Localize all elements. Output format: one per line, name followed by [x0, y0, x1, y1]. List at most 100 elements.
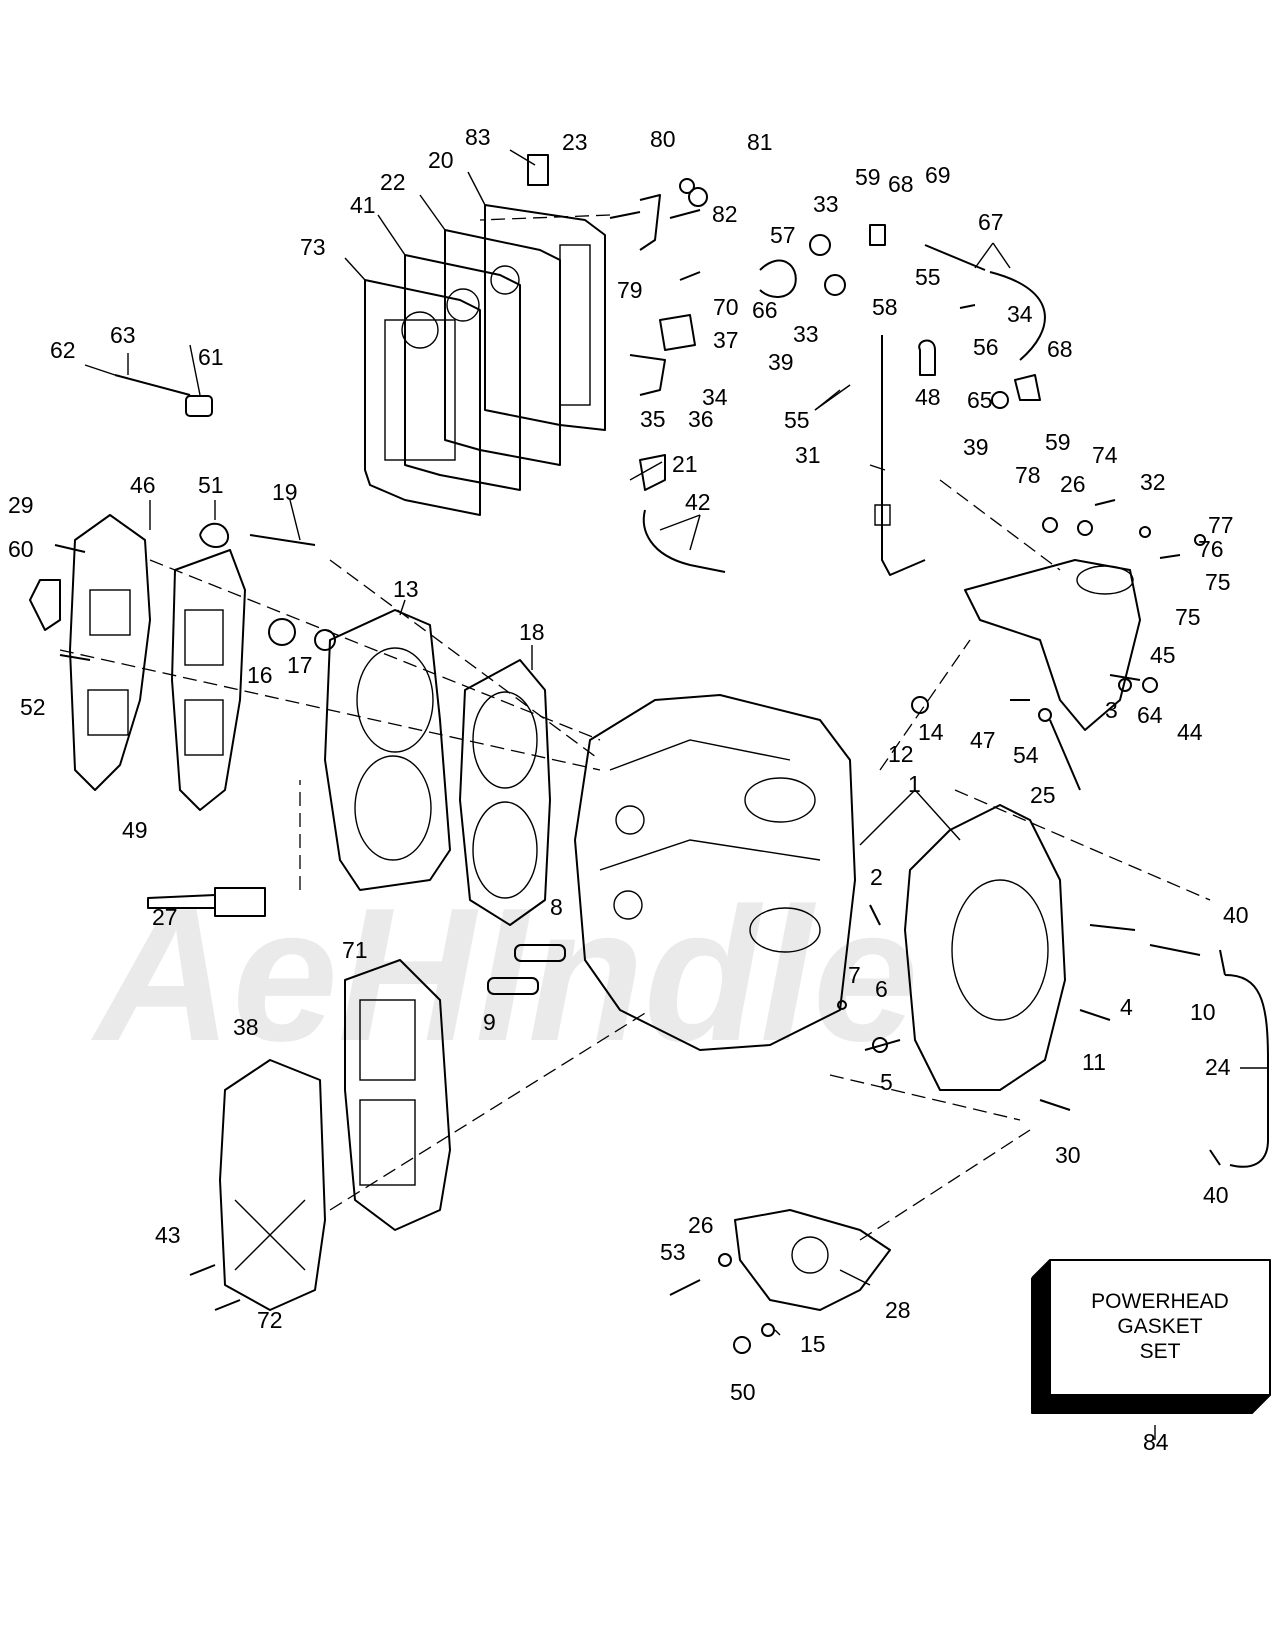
callout: 21	[672, 451, 698, 477]
callout: 4	[1120, 994, 1133, 1020]
callout: 82	[712, 201, 738, 227]
callout: 60	[8, 536, 34, 562]
cover-plate	[69, 514, 151, 791]
callout: 37	[713, 327, 739, 353]
callout: 74	[1092, 442, 1118, 468]
exhaust-cover-stack	[364, 204, 606, 516]
callout: 1	[908, 771, 921, 797]
callout: 59	[1045, 429, 1071, 455]
callout: 27	[152, 904, 178, 930]
callout: 11	[1082, 1049, 1106, 1075]
callout: 6	[875, 976, 888, 1002]
fuel-hose	[1224, 974, 1269, 1168]
gasket-set-box: POWERHEAD GASKET SET 84	[1031, 1259, 1271, 1455]
callout: 76	[1198, 536, 1224, 562]
gasket-box-line-3: SET	[1140, 1340, 1181, 1363]
callout: 28	[885, 1297, 911, 1323]
callout: 15	[800, 1331, 826, 1357]
callout: 29	[8, 492, 34, 518]
lower-bracket	[734, 1209, 891, 1311]
intake-manifold	[219, 1059, 326, 1311]
callout: 22	[380, 169, 406, 195]
callout: 5	[880, 1069, 893, 1095]
callout: 75	[1175, 604, 1201, 630]
callout: 81	[747, 129, 773, 155]
callout: 58	[872, 294, 898, 320]
gasket-box-line-1: POWERHEAD	[1091, 1290, 1229, 1313]
callout: 69	[925, 162, 951, 188]
callout: 9	[483, 1009, 496, 1035]
callout: 23	[562, 129, 588, 155]
spark-plug	[147, 887, 266, 917]
callout-labels: 1 2 3 4 5 6 7 8 9 10 11 12 13 14 15 16 1…	[8, 124, 1249, 1405]
callout: 50	[730, 1379, 756, 1405]
callout: 40	[1223, 902, 1249, 928]
callout: 24	[1205, 1054, 1231, 1080]
callout: 45	[1150, 642, 1176, 668]
callout: 39	[768, 349, 794, 375]
gasket-box-line-2: GASKET	[1117, 1315, 1202, 1338]
alignment-lines	[59, 214, 1211, 1241]
callout: 13	[393, 576, 419, 602]
callout: 68	[1047, 336, 1073, 362]
callout: 14	[918, 719, 944, 745]
callout: 39	[963, 434, 989, 460]
callout: 34	[1007, 301, 1033, 327]
callout: 36	[688, 406, 714, 432]
watermark: AeHIndle	[91, 869, 918, 1081]
callout: 64	[1137, 702, 1163, 728]
callout: 49	[122, 817, 148, 843]
leader-lines	[84, 149, 1268, 1440]
intake-gasket	[344, 959, 451, 1231]
callout: 61	[198, 344, 224, 370]
callout: 8	[550, 894, 563, 920]
callout: 68	[888, 171, 914, 197]
callout: 43	[155, 1222, 181, 1248]
callout: 33	[793, 321, 819, 347]
callout: 54	[1013, 742, 1039, 768]
crankcase	[904, 804, 1066, 1091]
callout: 51	[198, 472, 224, 498]
callout: 75	[1205, 569, 1231, 595]
callout: 25	[1030, 782, 1056, 808]
callout: 56	[973, 334, 999, 360]
callout: 2	[870, 864, 883, 890]
cylinder-block	[574, 694, 856, 1051]
callout: 44	[1177, 719, 1203, 745]
callout: 65	[967, 387, 993, 413]
callout: 10	[1190, 999, 1216, 1025]
callout: 71	[342, 937, 368, 963]
callout: 80	[650, 126, 676, 152]
callout: 38	[233, 1014, 259, 1040]
callout: 73	[300, 234, 326, 260]
mount-bracket	[964, 559, 1141, 731]
callout: 67	[978, 209, 1004, 235]
callout: 83	[465, 124, 491, 150]
callout: 7	[848, 962, 861, 988]
callout: 66	[752, 297, 778, 323]
callout: 72	[257, 1307, 283, 1333]
parts-artwork	[29, 154, 1269, 1354]
callout: 78	[1015, 462, 1041, 488]
callout: 63	[110, 322, 136, 348]
callout: 3	[1105, 697, 1118, 723]
callout: 30	[1055, 1142, 1081, 1168]
callout: 26	[688, 1212, 714, 1238]
callout: 18	[519, 619, 545, 645]
callout: 41	[350, 192, 376, 218]
callout: 17	[287, 652, 313, 678]
vent-hose	[642, 509, 726, 573]
callout: 19	[272, 479, 298, 505]
callout: 48	[915, 384, 941, 410]
callout: 55	[784, 407, 810, 433]
cover-gasket	[171, 549, 246, 811]
callout: 59	[855, 164, 881, 190]
callout: 70	[713, 294, 739, 320]
cylinder-head	[324, 609, 451, 891]
callout: 57	[770, 222, 796, 248]
callout: 47	[970, 727, 996, 753]
callout: 53	[660, 1239, 686, 1265]
gasket-box-callout: 84	[1143, 1429, 1169, 1455]
head-gasket	[459, 659, 551, 926]
